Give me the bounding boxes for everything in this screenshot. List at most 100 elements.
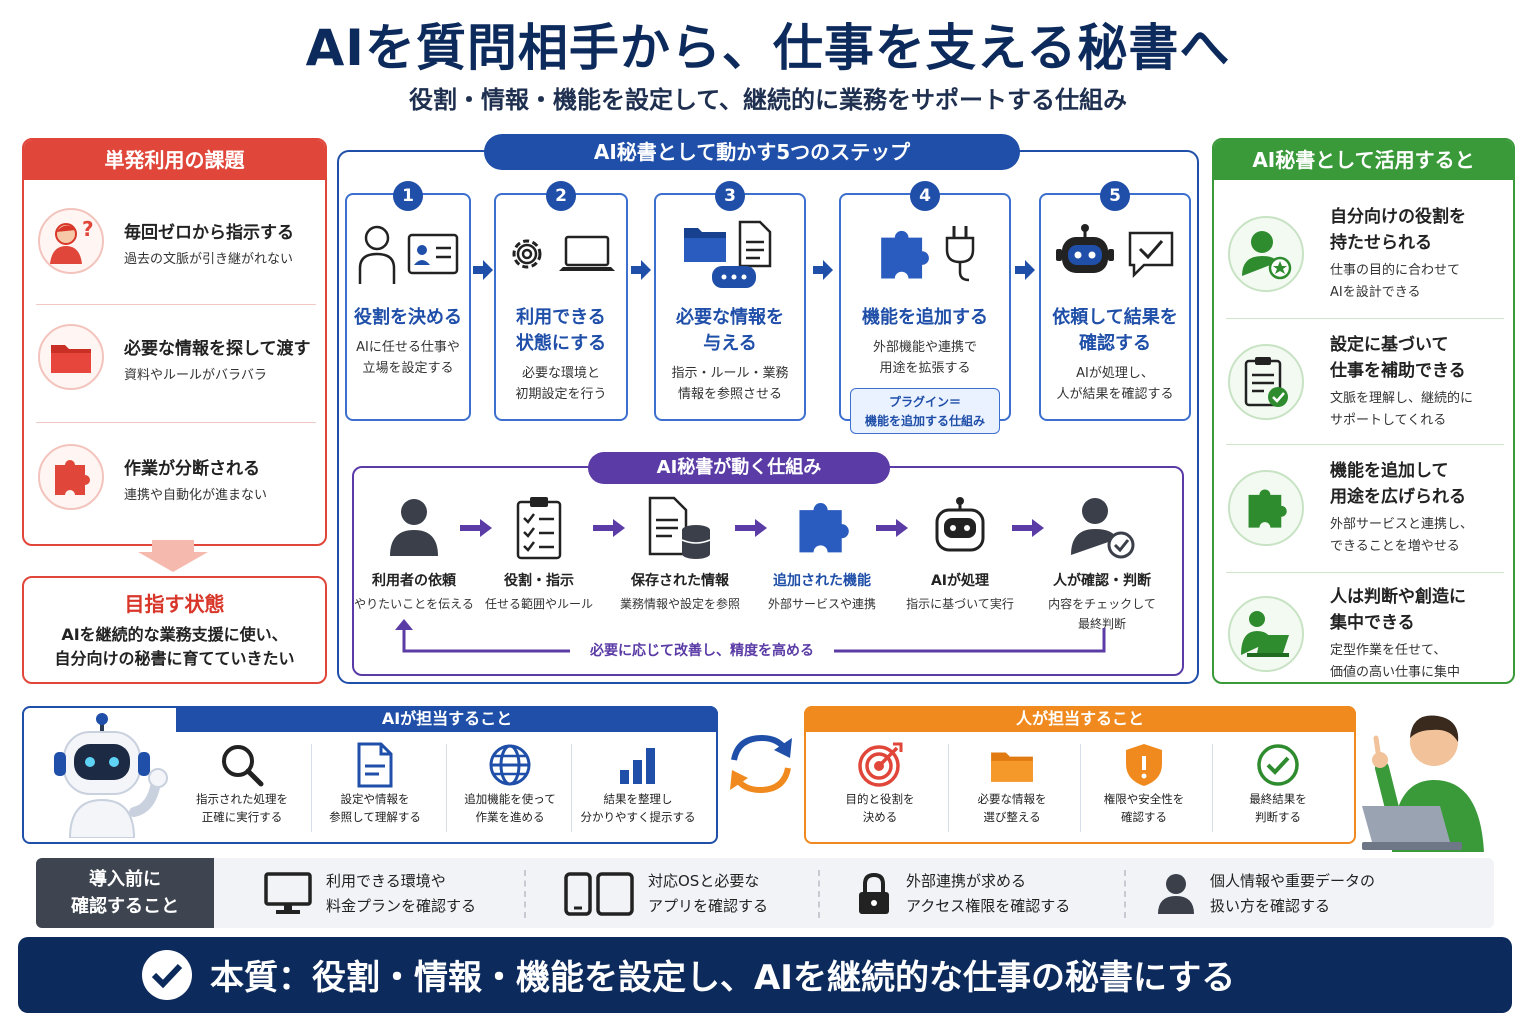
pre-check-line: 対応OSと必要な xyxy=(648,872,760,890)
mechanism-desc: 外部サービスや連携 xyxy=(767,597,876,611)
ai-task-line: 結果を整理し xyxy=(603,792,673,806)
step-title: 与える xyxy=(703,333,757,354)
puzzle-icon xyxy=(1228,470,1304,546)
folder-document-chat-icon xyxy=(684,220,772,288)
puzzle-icon xyxy=(881,230,929,279)
pre-check-line: 料金プランを確認する xyxy=(326,897,477,915)
user-star-icon xyxy=(1228,216,1304,292)
pre-check-strip xyxy=(36,858,1494,928)
mechanism-step: AIが処理 指示に基づいて実行 xyxy=(895,488,1025,614)
laptop-icon xyxy=(559,235,615,271)
mechanism-desc: 内容をチェックして xyxy=(1048,597,1156,611)
step-desc: 必要な環境と xyxy=(521,366,600,381)
sync-arrows-icon xyxy=(730,734,792,794)
step-title: 依頼して結果を xyxy=(1052,307,1178,328)
issue-title: 作業が分断される xyxy=(124,459,260,479)
benefits-header: AI秘書として活用すると xyxy=(1214,140,1513,180)
arrow-right-icon xyxy=(735,519,767,537)
step-desc: 立場を設定する xyxy=(362,361,454,376)
target-icon xyxy=(858,742,903,787)
step-number: 3 xyxy=(715,181,745,211)
ai-task-line: 正確に実行する xyxy=(201,810,283,824)
plugin-note: プラグイン＝ 機能を追加する仕組み xyxy=(850,388,1000,434)
step-title: 利用できる xyxy=(516,307,606,328)
person-icon xyxy=(358,225,396,284)
mechanism-label: AIが処理 xyxy=(930,573,990,589)
step-title: 確認する xyxy=(1079,333,1151,354)
arrow-right-icon xyxy=(473,260,493,280)
human-task-line: 権限や安全性を xyxy=(1103,792,1185,806)
human-tasks-header: 人が担当すること xyxy=(804,706,1356,732)
clipboard-check-icon xyxy=(1228,344,1304,420)
divider xyxy=(36,422,316,423)
single-use-issues-header: 単発利用の課題 xyxy=(24,140,325,180)
arrow-right-icon xyxy=(631,260,651,280)
id-card-icon xyxy=(407,233,459,275)
benefit-desc: サポートしてくれる xyxy=(1330,413,1447,428)
ai-tasks-header: AIが担当すること xyxy=(176,706,718,732)
issue-desc: 過去の文脈が引き継がれない xyxy=(124,252,294,267)
ai-task-line: 作業を進める xyxy=(475,810,545,824)
chat-check-icon xyxy=(1128,231,1174,279)
arrow-right-icon xyxy=(593,519,625,537)
mechanism-desc: 最終判断 xyxy=(1077,617,1126,631)
page-subtitle: 役割・情報・機能を設定して、継続的に業務をサポートする仕組み xyxy=(408,86,1128,114)
benefit-title: 機能を追加して xyxy=(1330,461,1449,481)
lock-icon xyxy=(859,872,889,914)
step-card-5: 5 依頼して結果を 確認する AIが処理し、 人が結果を確認する xyxy=(1039,181,1191,421)
mechanism-step: 追加された機能 外部サービスや連携 xyxy=(757,488,887,614)
person-laptop-icon xyxy=(1228,596,1304,672)
human-task-line: 判断する xyxy=(1255,810,1301,824)
mechanism-label: 人が確認・判断 xyxy=(1053,573,1151,589)
human-task: 目的と役割を 決める xyxy=(816,740,944,826)
issue-item: 作業が分断される 連携や自動化が進まない xyxy=(38,422,316,532)
benefits-panel: AI秘書として活用すると 自分向けの役割を 持たせられる 仕事の目的に合わせて … xyxy=(1212,138,1515,684)
benefit-desc: 仕事の目的に合わせて xyxy=(1330,263,1461,278)
benefit-title: 用途を広げられる xyxy=(1330,487,1466,507)
benefit-desc: 価値の高い仕事に集中 xyxy=(1330,665,1461,680)
benefit-title: 自分向けの役割を xyxy=(1330,207,1466,227)
mechanism-label: 利用者の依頼 xyxy=(372,573,456,589)
pre-check-item: 個人情報や重要データの扱い方を確認する xyxy=(1156,866,1375,922)
mechanism-desc: 任せる範囲やルール xyxy=(484,597,593,611)
human-task-line: 最終結果を xyxy=(1249,792,1307,806)
arrow-right-icon xyxy=(813,260,833,280)
divider xyxy=(446,744,447,832)
divider xyxy=(818,870,820,918)
robot-icon xyxy=(935,497,985,552)
essence-statement: 本質：役割・情報・機能を設定し、AIを継続的な仕事の秘書にする xyxy=(210,958,1236,998)
issue-item: ? 毎回ゼロから指示する 過去の文脈が引き継がれない xyxy=(38,186,316,296)
ai-task: 追加機能を使って 作業を進める xyxy=(446,740,574,826)
step-desc: 指示・ルール・業務 xyxy=(671,366,789,381)
check-circle-icon xyxy=(142,950,192,1000)
pre-check-line: 利用できる環境や xyxy=(326,872,446,890)
mechanism-step: 役割・指示 任せる範囲やルール xyxy=(474,488,604,614)
divider xyxy=(571,744,572,832)
person-check-icon xyxy=(1071,498,1135,559)
svg-text:?: ? xyxy=(82,217,94,241)
single-use-issues-panel: 単発利用の課題 ? 毎回ゼロから指示する 過去の文脈が引き継がれない 必要な情報… xyxy=(22,138,327,546)
goal-line-2: 自分向けの秘書に育てていきたい xyxy=(54,649,295,668)
step-card-1: 1 役割を決める AIに任せる仕事や 立場を設定する xyxy=(345,181,471,421)
pre-check-line: 扱い方を確認する xyxy=(1210,897,1331,915)
step-title: 必要な情報を xyxy=(676,307,784,328)
robot-mascot-icon xyxy=(54,713,168,838)
step-card-2: 2 利用できる 状態にする 必要な環境と 初期設定を行う xyxy=(494,181,628,421)
human-task: 権限や安全性を 確認する xyxy=(1080,740,1208,826)
divider xyxy=(948,744,949,832)
user-icon xyxy=(390,499,438,556)
issue-item: 必要な情報を探して渡す 資料やルールがバラバラ xyxy=(38,302,316,412)
user-icon xyxy=(1158,874,1194,914)
monitor-icon xyxy=(264,872,312,914)
ai-task-line: 指示された処理を xyxy=(196,792,288,806)
arrow-right-icon xyxy=(1015,260,1035,280)
step-desc: 用途を拡張する xyxy=(879,361,971,376)
benefit-item: 設定に基づいて 仕事を補助できる 文脈を理解し、継続的に サポートしてくれる xyxy=(1226,320,1508,444)
plug-icon xyxy=(945,226,975,282)
pre-check-item: 利用できる環境や料金プランを確認する xyxy=(264,866,476,922)
mechanism-step: 人が確認・判断 内容をチェックして 最終判断 xyxy=(1037,488,1167,634)
issue-title: 毎回ゼロから指示する xyxy=(124,223,294,243)
mechanism-step: 保存された情報 業務情報や設定を参照 xyxy=(615,488,745,614)
human-task-line: 確認する xyxy=(1121,810,1167,824)
ai-task-line: 分かりやすく提示する xyxy=(580,810,696,824)
